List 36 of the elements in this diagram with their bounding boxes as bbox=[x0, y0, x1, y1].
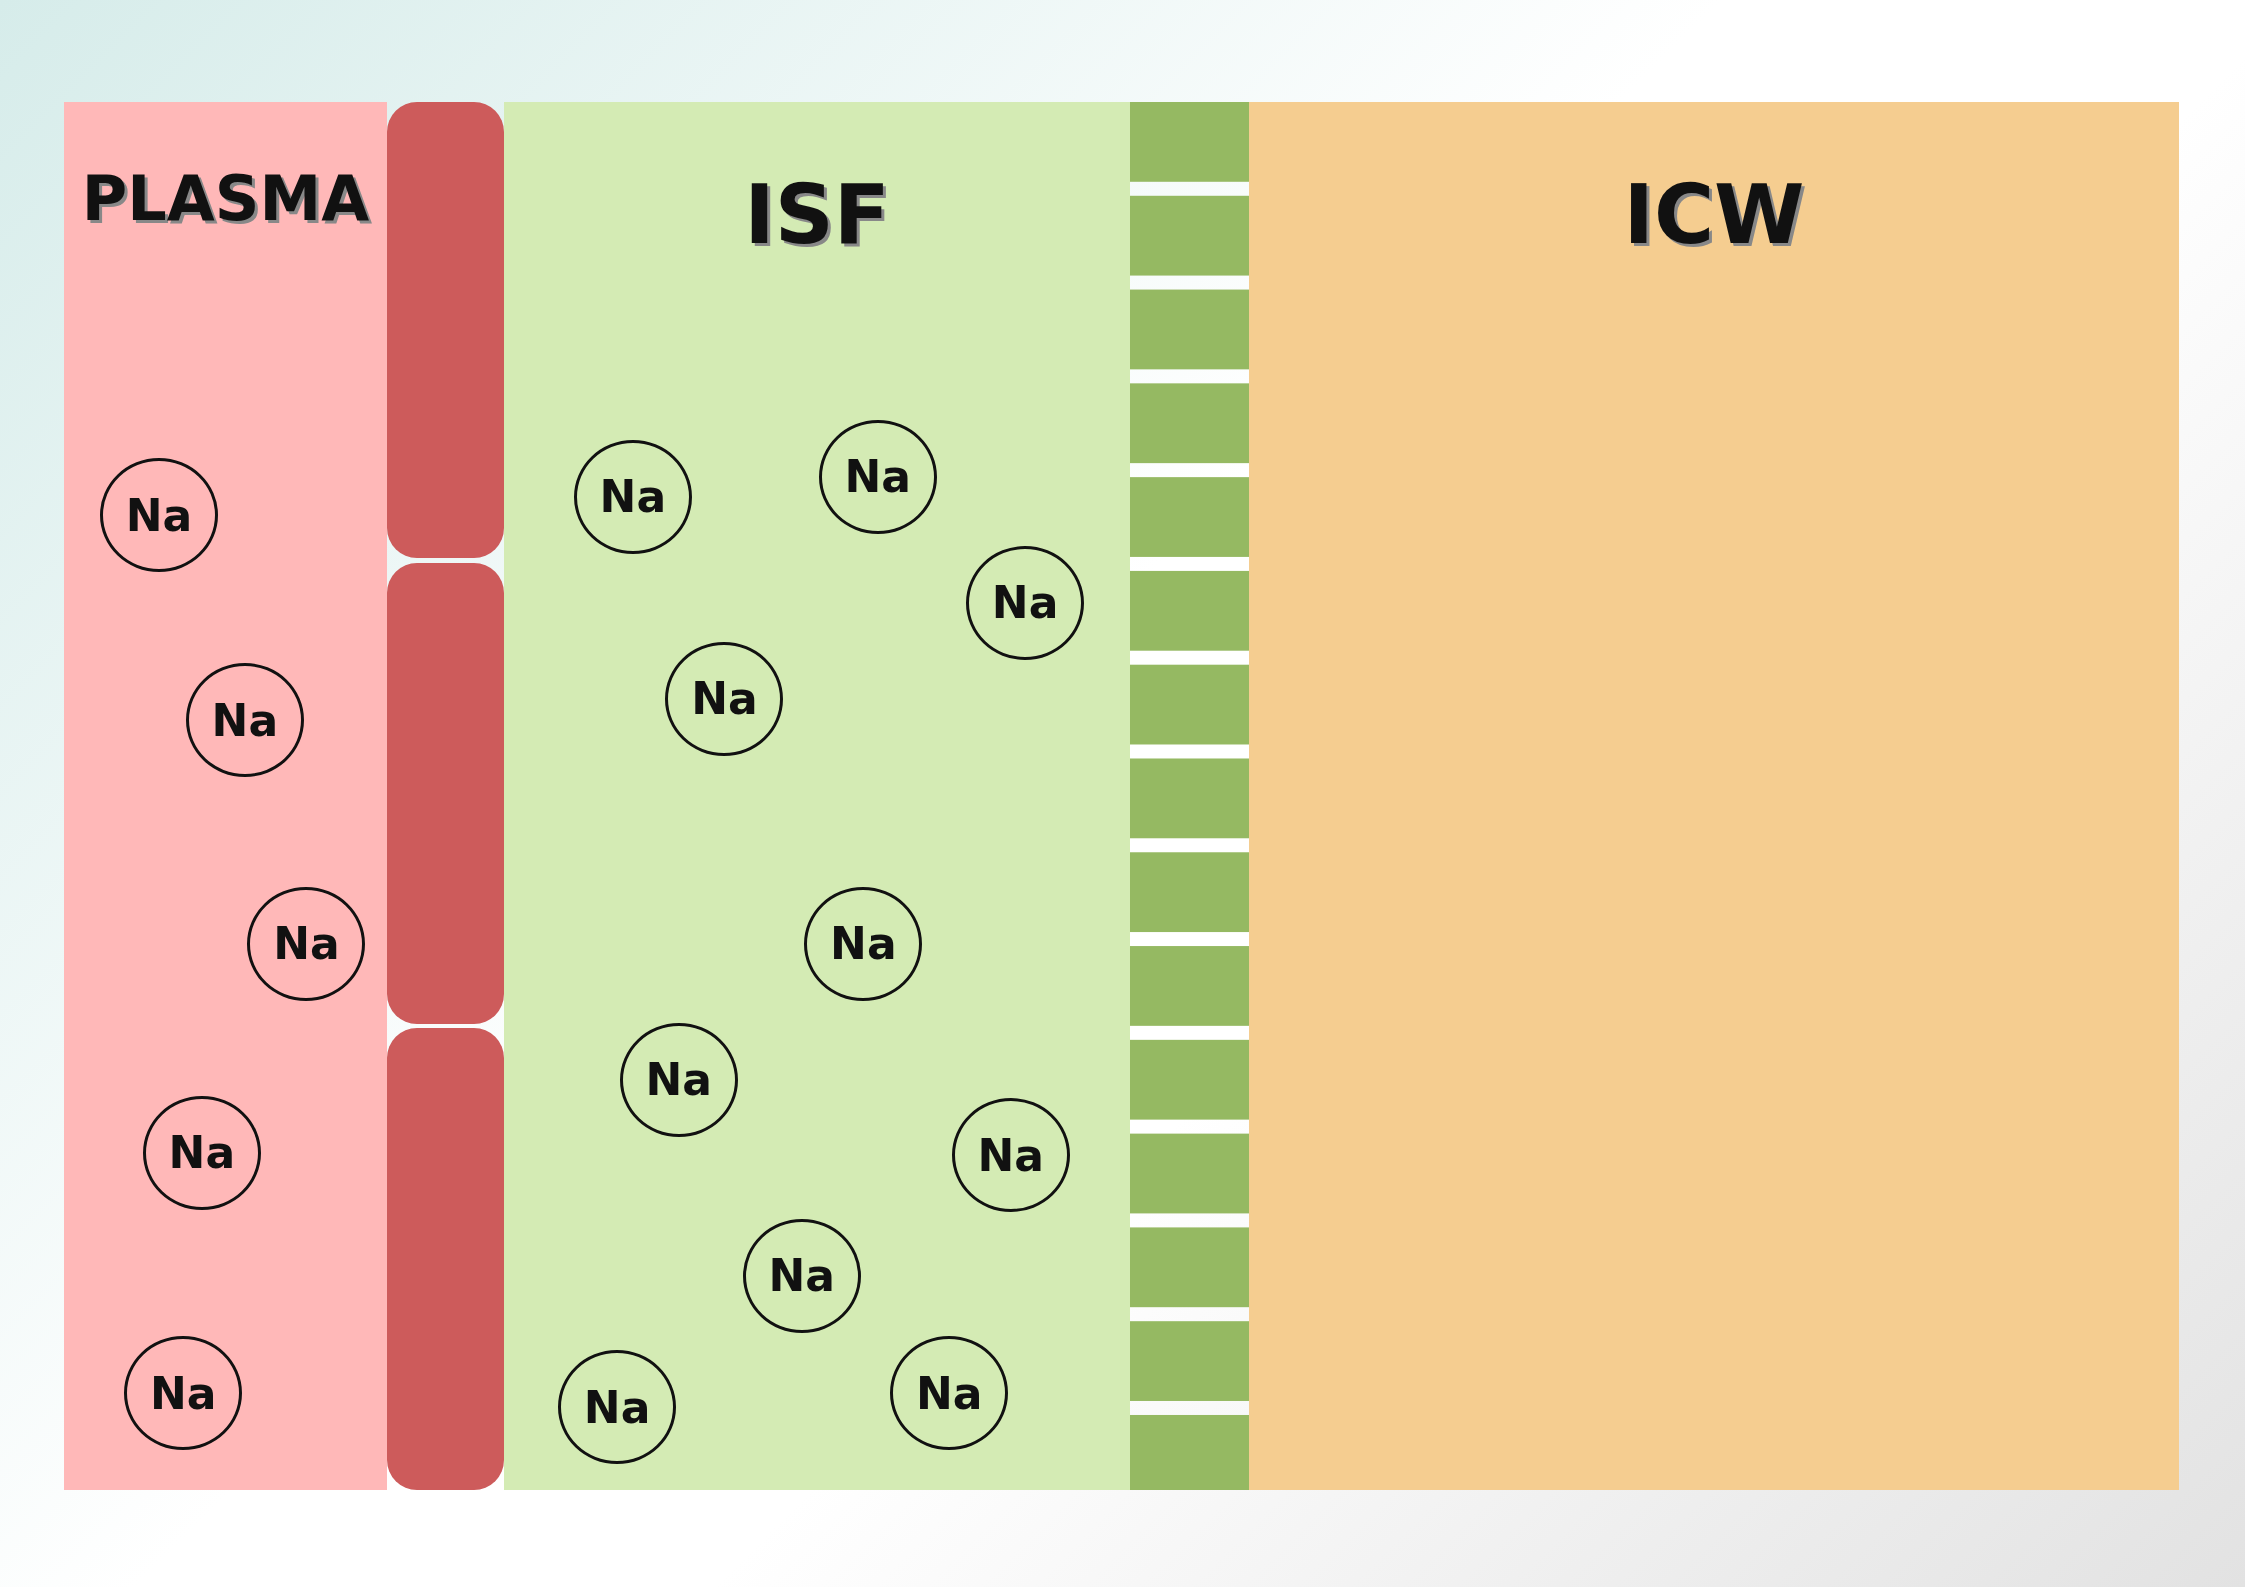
compartment-title: PLASMA bbox=[80, 162, 371, 235]
compartment-panel bbox=[1249, 102, 2179, 1490]
sodium-ion-circle bbox=[742, 1218, 861, 1333]
sodium-ion-circle bbox=[665, 641, 784, 756]
ion-label: Na bbox=[768, 1250, 836, 1302]
ion-label: Na bbox=[125, 489, 193, 541]
ion-label: Na bbox=[844, 451, 911, 503]
sodium-ion-circle bbox=[99, 458, 218, 573]
ion-label: Na bbox=[273, 918, 340, 969]
sodium-ion-circle bbox=[247, 886, 366, 1001]
ion-label: Na bbox=[691, 673, 758, 725]
sodium-ion-circle bbox=[619, 1022, 738, 1137]
ion-label: Na bbox=[150, 1367, 217, 1419]
sodium-ion-circle bbox=[185, 663, 304, 778]
ion-label: Na bbox=[168, 1127, 236, 1179]
sodium-ion-circle bbox=[804, 886, 923, 1001]
compartment-title: ICW bbox=[1622, 167, 1806, 262]
ion-label: Na bbox=[583, 1381, 651, 1433]
compartment-title: ISF bbox=[743, 167, 891, 262]
sodium-ion-circle bbox=[966, 545, 1085, 660]
sodium-ion-circle bbox=[951, 1098, 1070, 1213]
ion-label: Na bbox=[916, 1367, 983, 1419]
sodium-ion-circle bbox=[124, 1336, 243, 1451]
ion-label: Na bbox=[991, 577, 1059, 629]
ion-label: Na bbox=[830, 918, 897, 969]
compartment-panel bbox=[64, 102, 387, 1490]
ion-label: Na bbox=[977, 1129, 1045, 1181]
sodium-ion-circle bbox=[818, 419, 937, 534]
ion-label: Na bbox=[211, 694, 279, 746]
sodium-ion-circle bbox=[558, 1350, 677, 1465]
ion-label: Na bbox=[599, 471, 667, 523]
sodium-ion-circle bbox=[142, 1095, 261, 1210]
compartment-panel bbox=[504, 102, 1130, 1490]
ion-label: Na bbox=[645, 1054, 712, 1106]
sodium-ion-circle bbox=[573, 439, 692, 554]
sodium-ion-circle bbox=[890, 1336, 1009, 1451]
